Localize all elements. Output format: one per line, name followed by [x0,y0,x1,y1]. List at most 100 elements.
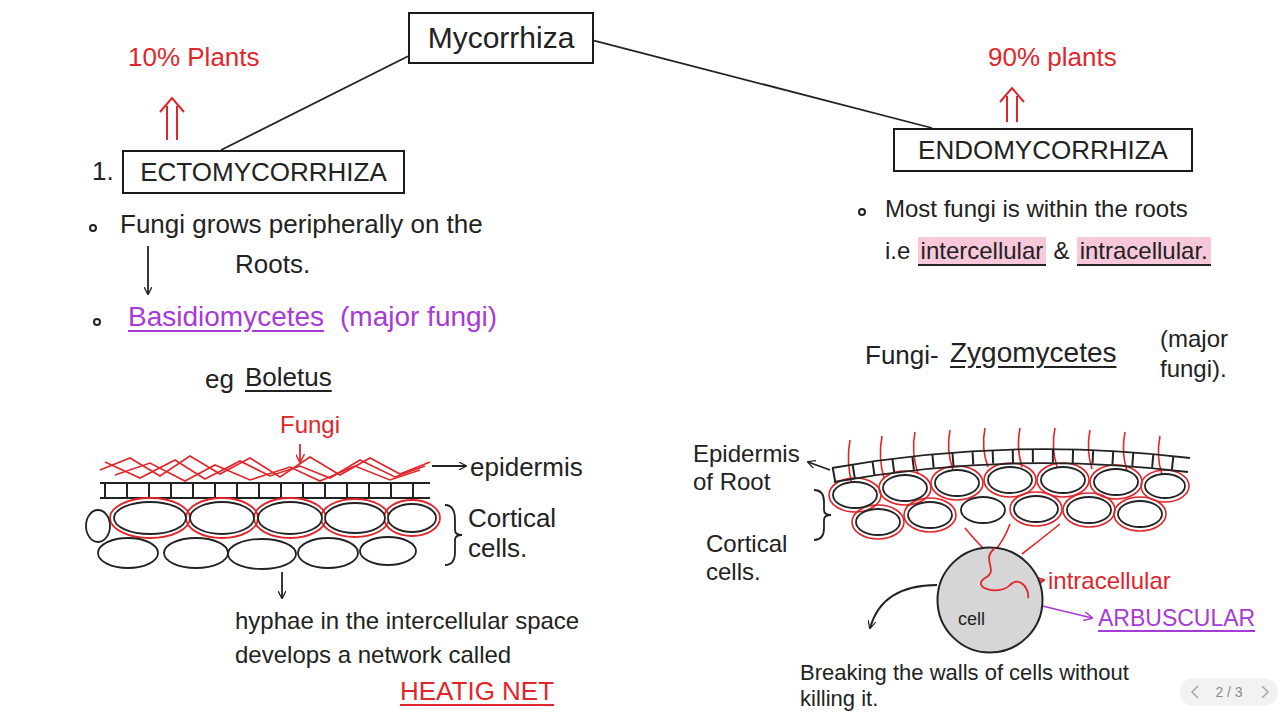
cortical-cell [388,504,436,532]
hyphae-network [110,498,190,538]
note-text: hyphae in the intercellular space develo… [235,604,615,672]
category-box: ENDOMYCORRHIZA [893,128,1193,172]
hyphae-strand [1018,428,1022,467]
highlighted-term: intercellular [918,237,1047,266]
page-indicator: 2 / 3 [1180,684,1278,701]
cortical-cell [833,482,877,508]
hyphae-network [254,498,326,538]
up-arrow [167,106,177,140]
cortical-cell [86,510,110,542]
page-pill [1180,678,1278,706]
part-label: Cortical cells. [706,530,810,586]
fungus-group: Basidiomycetes [128,300,324,334]
hyphae-strand [852,505,904,539]
part-label: Fungi [280,410,340,439]
note-text: (major fungi). [1160,324,1270,384]
title-box: Mycorrhiza [408,12,594,64]
cortical-cell [883,475,927,501]
up-arrow [1000,88,1024,102]
arbuscule [981,548,1028,598]
hyphae-mesh [100,456,430,481]
hyphae-strand [931,466,983,500]
hyphae-strand [996,524,1010,549]
cortical-cell [298,538,358,568]
pointer-arrow [299,444,301,462]
pointer-arrow [870,585,937,628]
epidermis-layer [104,483,430,498]
hyphae-network [110,498,440,538]
epidermis-layer [100,483,430,498]
list-number: 1. [92,156,114,187]
part-label: Epidermis of Root [693,440,805,496]
pointer-arrow [147,246,149,294]
hyphae-strand [1063,493,1115,527]
note-text: & [1053,237,1069,264]
cortical-cell [190,502,254,534]
note-text: (major fungi) [340,300,497,334]
hyphae-network [186,498,258,538]
hyphae-strand [879,471,931,505]
bullet-dot [859,209,865,215]
box-title: ECTOMYCORRHIZA [140,157,387,188]
cortical-cell [961,497,1005,523]
cortical-cell [935,470,979,496]
cortical-cell [1145,474,1185,498]
hyphae-mesh [115,463,420,481]
hyphae-strand [984,463,1036,497]
cortical-cell [98,538,158,568]
note-text: Breaking the walls of cells without kill… [800,660,1160,712]
note-text: Fungi grows peripherally on the Roots. [120,204,520,284]
cell-outline [936,546,1044,654]
cell-circle: cell [936,546,1044,654]
term-label: HEATIG NET [400,676,554,707]
hyphae-strand [829,478,881,512]
up-arrow [160,98,184,112]
fungus-group: Zygomycetes [950,336,1117,370]
box-title: Mycorrhiza [428,21,575,55]
cortical-cell [114,502,186,534]
bullet-dot [90,225,96,231]
hyphae-strand [1010,492,1062,526]
percentage-note: 10% Plants [128,42,260,73]
category-box: ECTOMYCORRHIZA [122,150,405,194]
hyphae-strand [1037,463,1089,497]
bullet-dot [94,319,100,325]
pointer-arrow [281,572,283,598]
cortical-cell [258,502,322,534]
percentage-note: 90% plants [988,42,1117,73]
hyphae-strand [1114,497,1166,531]
cortical-cell [325,503,385,533]
cortical-cell [908,502,952,528]
branch-line [594,41,932,128]
cell-label: cell [958,609,985,630]
example-name: Boletus [245,362,332,393]
note-text: Fungi- [865,340,939,371]
cortical-cell [86,502,436,569]
part-label: intracellular [1048,566,1171,595]
cortical-cell [164,538,228,568]
cortical-cell [833,467,1185,535]
page-pill [1180,678,1278,706]
hyphae-strand [1053,428,1057,467]
hyphae-network [321,499,389,537]
hyphae-strand [965,528,983,548]
hyphae-mesh [105,460,425,479]
cortical-cell [1118,501,1162,527]
cortical-cell [1014,496,1058,522]
epidermis-layer [100,483,430,498]
up-arrow [1007,96,1017,122]
hyphae-strand [904,498,956,532]
pointer-arrow [808,462,830,470]
hyphae-strand [880,436,884,478]
cortical-cell [856,509,900,535]
cortical-cell [988,467,1032,493]
note-paragraph: Most fungi is within the roots i.einterc… [885,188,1240,272]
bracket [445,505,462,565]
box-title: ENDOMYCORRHIZA [918,135,1168,166]
cortical-cell [1067,497,1111,523]
part-label: Cortical cells. [468,503,578,563]
highlighted-term: intracellular. [1077,237,1211,266]
cortical-cell [1094,469,1138,495]
hyphae-strand [1022,524,1060,554]
